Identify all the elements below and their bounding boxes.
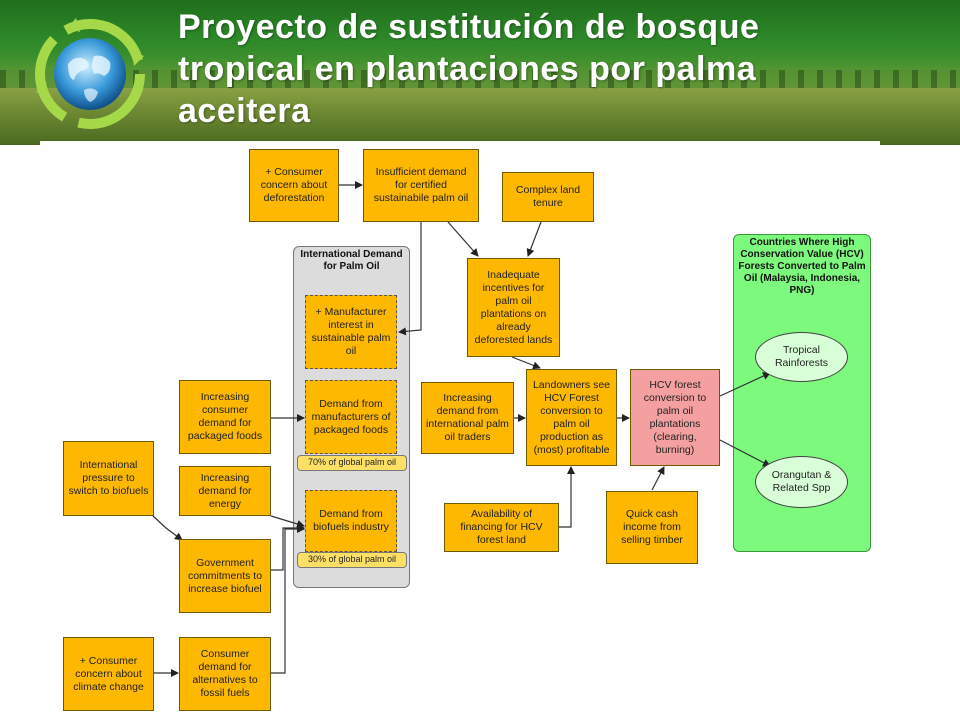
arrow-insufficient-to-inadequate — [447, 221, 479, 257]
arrow-financing-to-landowners — [559, 466, 575, 528]
international-demand-title: International Demand for Palm Oil — [300, 249, 403, 272]
box-consumer-demand-alternatives: Consumer demand for alternatives to foss… — [179, 637, 271, 711]
arrow-inadequate-to-landowners — [511, 356, 541, 370]
arrow-hcv-to-rainforests — [719, 372, 771, 397]
box-demand-biofuels: Demand from biofuels industry — [305, 490, 397, 552]
ellipse-tropical-rainforests: Tropical Rainforests — [755, 332, 848, 382]
box-increasing-energy: Increasing demand for energy — [179, 466, 271, 516]
box-consumer-concern-deforestation: + Consumer concern about deforestation — [249, 149, 339, 222]
slide-title: Proyecto de sustitución de bosque tropic… — [178, 8, 760, 130]
arrow-insufficient-to-manufacturer — [398, 222, 422, 336]
box-international-pressure: International pressure to switch to biof… — [63, 441, 154, 516]
ellipse-orangutan: Orangutan & Related Spp — [755, 456, 848, 508]
pct-70-label: 70% of global palm oil — [297, 455, 407, 471]
box-hcv-conversion: HCV forest conversion to palm oil planta… — [630, 369, 720, 466]
header-white-line — [40, 141, 880, 145]
box-inadequate-incentives: Inadequate incentives for palm oil plant… — [467, 258, 560, 357]
header-grass-field — [0, 88, 960, 145]
box-increasing-demand-traders: Increasing demand from international pal… — [421, 382, 514, 454]
box-increasing-consumer-demand: Increasing consumer demand for packaged … — [179, 380, 271, 454]
countries-title: Countries Where High Conservation Value … — [738, 237, 866, 296]
header-banner — [0, 0, 960, 145]
box-demand-manufacturers: Demand from manufacturers of packaged fo… — [305, 380, 397, 454]
title-clip: Proyecto de sustitución de bosque tropic… — [0, 0, 960, 145]
globe-recycle-arrows-icon — [35, 18, 145, 129]
pct-30-label: 30% of global palm oil — [297, 552, 407, 568]
box-availability-financing: Availability of financing for HCV forest… — [444, 503, 559, 552]
arrow-quickcash-to-hcv — [651, 466, 665, 491]
arrow-complex-to-inadequate — [526, 221, 542, 257]
box-consumer-concern-climate: + Consumer concern about climate change — [63, 637, 154, 711]
box-complex-land-tenure: Complex land tenure — [502, 172, 594, 222]
box-landowners-see: Landowners see HCV Forest conversion to … — [526, 369, 617, 466]
arrow-government-to-biofuels — [271, 524, 305, 571]
arrow-pressure-to-government — [152, 515, 183, 541]
box-manufacturer-interest: + Manufacturer interest in sustainable p… — [305, 295, 397, 369]
header-sky — [0, 0, 960, 70]
box-government-commitments: Government commitments to increase biofu… — [179, 539, 271, 613]
box-insufficient-demand: Insufficient demand for certified sustai… — [363, 149, 479, 222]
arrow-alternatives-to-biofuels — [271, 525, 305, 674]
box-quick-cash: Quick cash income from selling timber — [606, 491, 698, 564]
arrow-energy-to-biofuels — [270, 515, 305, 528]
arrow-hcv-to-orangutan — [719, 439, 771, 467]
